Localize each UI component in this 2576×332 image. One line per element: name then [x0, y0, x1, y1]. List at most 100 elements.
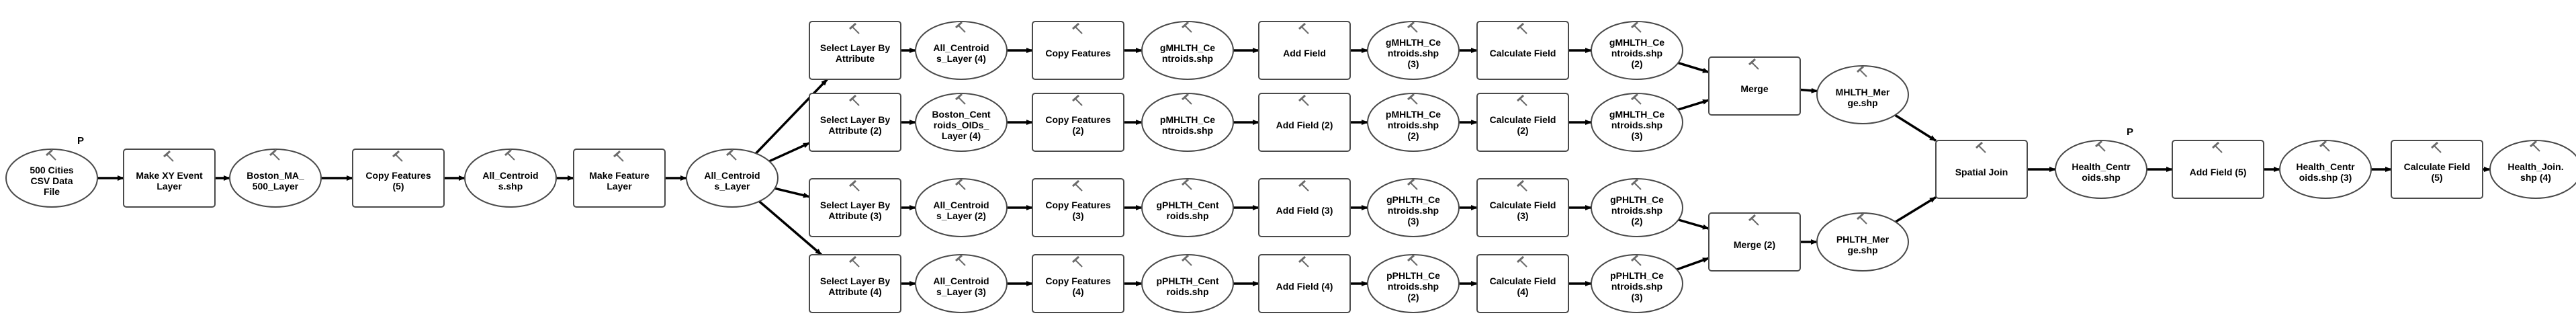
process-tool-box[interactable]: Copy Features(3) — [1032, 178, 1124, 237]
hammer-icon — [1407, 93, 1418, 105]
hammer-icon — [726, 149, 737, 161]
node-label-line: Attribute (3) — [828, 210, 881, 221]
process-tool-box[interactable]: Add Field — [1258, 21, 1351, 80]
node-label-line: Calculate Field — [1490, 114, 1556, 125]
node-label-line: ntroids.shp — [1611, 48, 1662, 58]
node-label-line: (2) — [1517, 125, 1528, 136]
process-tool-box[interactable]: Copy Features(4) — [1032, 254, 1124, 313]
process-tool-box[interactable]: Add Field (4) — [1258, 254, 1351, 313]
tool-box-shape — [1708, 56, 1801, 116]
node-label-line: (3) — [1407, 58, 1419, 69]
process-tool-box[interactable]: Copy Features(2) — [1032, 93, 1124, 152]
hammer-icon — [1182, 254, 1192, 266]
process-tool-box[interactable]: Calculate Field(5) — [2391, 140, 2483, 199]
node-label-line: (3) — [1631, 130, 1642, 141]
node-label: Boston_MA_500_Layer — [247, 170, 304, 192]
node-label-line: (3) — [1072, 210, 1083, 221]
process-tool-box[interactable]: Calculate Field(2) — [1476, 93, 1569, 152]
tool-box-shape — [1708, 212, 1801, 272]
process-tool-box[interactable]: Add Field (5) — [2172, 140, 2264, 199]
process-tool-box[interactable]: Merge (2) — [1708, 212, 1801, 272]
hammer-icon — [1072, 94, 1083, 106]
node-label-line: Health_Centr — [2296, 161, 2355, 172]
hammer-icon — [1857, 212, 1867, 224]
node-label-line: Calculate Field — [1490, 276, 1556, 286]
node-label-line: Add Field (3) — [1276, 205, 1333, 216]
hammer-icon — [2431, 141, 2442, 153]
node-label: Copy Features(5) — [365, 170, 431, 192]
node-label-line: ge.shp — [1847, 97, 1877, 108]
hammer-icon — [2095, 140, 2106, 152]
tool-box-shape — [1258, 21, 1351, 80]
hammer-icon — [504, 149, 515, 161]
node-label-line: (2) — [1407, 130, 1419, 141]
process-tool-box[interactable]: Add Field (2) — [1258, 93, 1351, 152]
process-tool-box[interactable]: Copy Features — [1032, 21, 1124, 80]
node-label-line: Boston_Cent — [932, 109, 990, 120]
process-tool-box[interactable]: Merge — [1708, 56, 1801, 116]
data-variable-ellipse[interactable]: Boston_MA_500_Layer — [229, 149, 322, 208]
node-label-line: Add Field (2) — [1276, 120, 1333, 130]
process-tool-box[interactable]: Copy Features(5) — [352, 149, 445, 208]
hammer-icon — [1407, 21, 1418, 33]
process-tool-box[interactable]: Add Field (3) — [1258, 178, 1351, 237]
node-label: Add Field (3) — [1276, 205, 1333, 216]
node-label-line: Calculate Field — [1490, 200, 1556, 210]
node-label: Calculate Field(3) — [1490, 200, 1556, 221]
hammer-icon — [1517, 179, 1527, 192]
node-label-line: (4) — [1072, 286, 1083, 297]
process-tool-box[interactable]: Calculate Field(3) — [1476, 178, 1569, 237]
node-label-line: 500_Layer — [253, 181, 299, 192]
node-label: Calculate Field(2) — [1490, 114, 1556, 136]
node-label-line: Health_Join. — [2507, 161, 2563, 172]
process-tool-box[interactable]: Calculate Field — [1476, 21, 1569, 80]
process-tool-box[interactable]: Calculate Field(4) — [1476, 254, 1569, 313]
node-label-line: Select Layer By — [820, 42, 890, 53]
node-label-line: roids.shp — [1166, 286, 1208, 297]
process-tool-box[interactable]: Spatial Join — [1935, 140, 2028, 199]
node-label-line: (5) — [2431, 172, 2442, 183]
node-label-line: Add Field (4) — [1276, 281, 1333, 292]
data-variable-ellipse[interactable]: Health_Join.shp (4) — [2489, 140, 2576, 199]
